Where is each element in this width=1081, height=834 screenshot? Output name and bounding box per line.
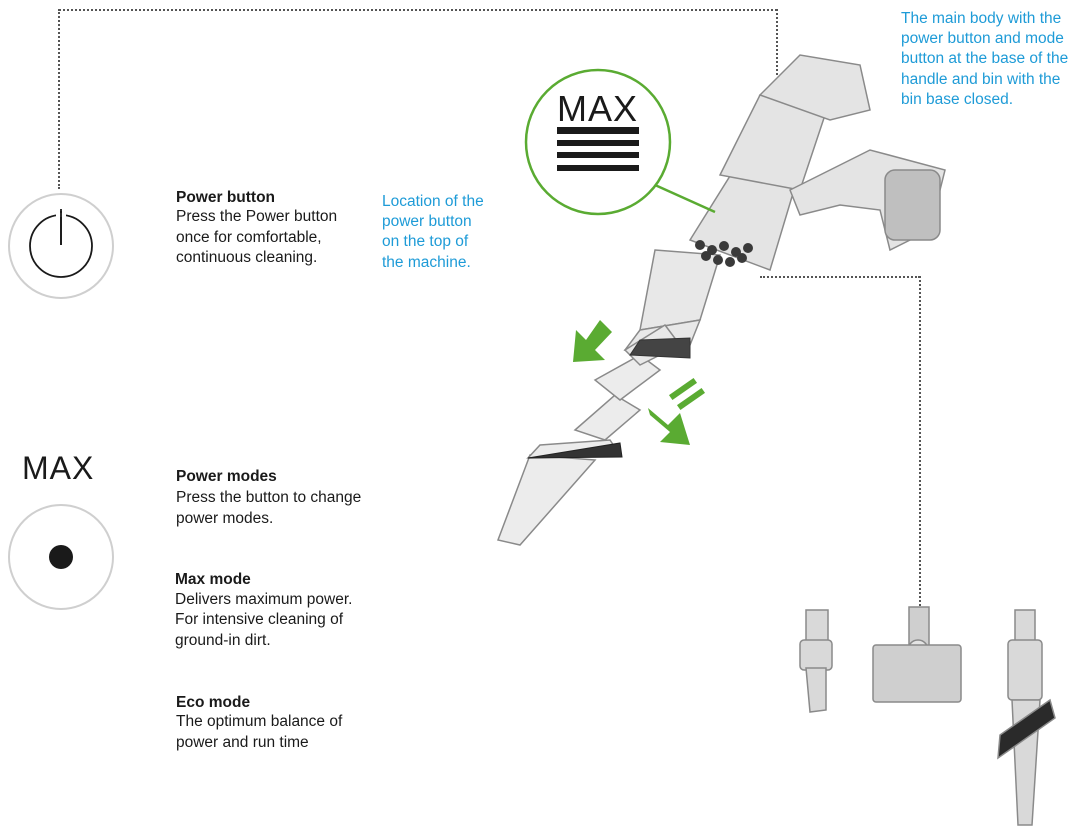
power-button-line-1: Press the Power button (176, 208, 338, 225)
max-mode-line-1: Delivers maximum power. (175, 591, 353, 608)
power-icon (29, 209, 93, 278)
power-modes-title: Power modes (176, 468, 277, 485)
eco-mode-line-1: The optimum balance of (176, 713, 343, 730)
max-mode-line-2: For intensive cleaning of (175, 611, 344, 628)
power-location-line-1: Location of the (382, 193, 484, 210)
max-zoom-label: MAX (557, 88, 639, 129)
max-mode-title: Max mode (175, 571, 251, 588)
power-button-line-3: continuous cleaning. (176, 249, 318, 266)
max-bars-icon (557, 127, 639, 171)
power-button-line-2: once for comfortable, (176, 229, 322, 246)
main-body-line-2: power button and mode (901, 30, 1064, 47)
mini-motorised-tool (872, 606, 962, 703)
main-body-line-1: The main body with the (901, 10, 1062, 27)
main-body-line-3: button at the base of the (901, 50, 1069, 67)
mode-dot-icon (49, 545, 73, 569)
bin-debris (695, 240, 753, 267)
eco-mode-line-2: power and run time (176, 734, 309, 751)
brush-bristles-upper (629, 337, 691, 359)
green-arrow-left-icon (573, 320, 612, 362)
mode-indicator-label: MAX (22, 450, 95, 486)
vacuum-main-body (688, 54, 946, 271)
zoom-connector (654, 183, 716, 214)
power-location-line-2: power button (382, 213, 472, 230)
max-mode-line-3: ground-in dirt. (175, 632, 271, 649)
power-location-line-3: on the top of (382, 233, 469, 250)
leader-line-right (776, 9, 778, 75)
brush-bristles (527, 442, 623, 459)
combination-tool (799, 609, 833, 713)
leader-line-tools-down (919, 276, 921, 606)
leader-line-top (59, 9, 777, 11)
mode-button-illustration (8, 504, 114, 610)
eco-mode-title: Eco mode (176, 694, 251, 711)
green-arrow-right-icon (648, 377, 706, 445)
power-button-illustration (8, 193, 114, 299)
power-modes-line-2: power modes. (176, 510, 274, 527)
power-button-title: Power button (176, 189, 276, 206)
brush-crevice-tool (997, 609, 1056, 826)
leader-line-tools (760, 276, 920, 278)
main-body-line-4: handle and bin with the (901, 71, 1061, 88)
crevice-tool-wand (496, 354, 662, 546)
power-location-line-4: the machine. (382, 254, 471, 271)
power-modes-line-1: Press the button to change (176, 489, 362, 506)
leader-line-left (58, 9, 60, 189)
main-body-line-5: bin base closed. (901, 91, 1014, 108)
